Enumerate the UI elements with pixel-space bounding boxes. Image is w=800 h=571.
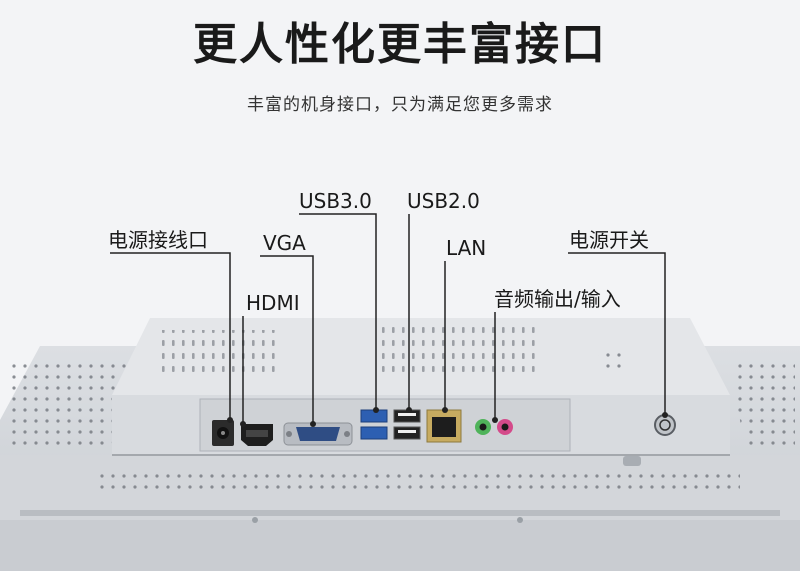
- label-hdmi: HDMI: [246, 291, 300, 315]
- leader-dots: [227, 407, 668, 427]
- label-usb3: USB3.0: [299, 189, 372, 213]
- audio-in-jack: [497, 419, 513, 435]
- label-vga: VGA: [263, 231, 306, 255]
- audio-out-jack: [475, 419, 491, 435]
- label-power-jack: 电源接线口: [108, 228, 208, 252]
- dc-power-jack: [212, 420, 234, 446]
- label-lan: LAN: [446, 236, 487, 260]
- enclosure-box: [112, 318, 730, 456]
- label-audio: 音频输出/输入: [494, 287, 621, 311]
- page-title: 更人性化更丰富接口: [193, 19, 607, 70]
- label-usb2: USB2.0: [407, 189, 480, 213]
- hdmi-port: [241, 424, 273, 446]
- page-subtitle: 丰富的机身接口，只为满足您更多需求: [247, 95, 553, 115]
- lan-port: [426, 409, 462, 443]
- usb2-ports: [393, 409, 421, 440]
- label-power-switch: 电源开关: [569, 228, 649, 252]
- usb3-ports: [360, 409, 388, 440]
- leader-lines: [110, 213, 666, 424]
- vga-port: [283, 422, 353, 446]
